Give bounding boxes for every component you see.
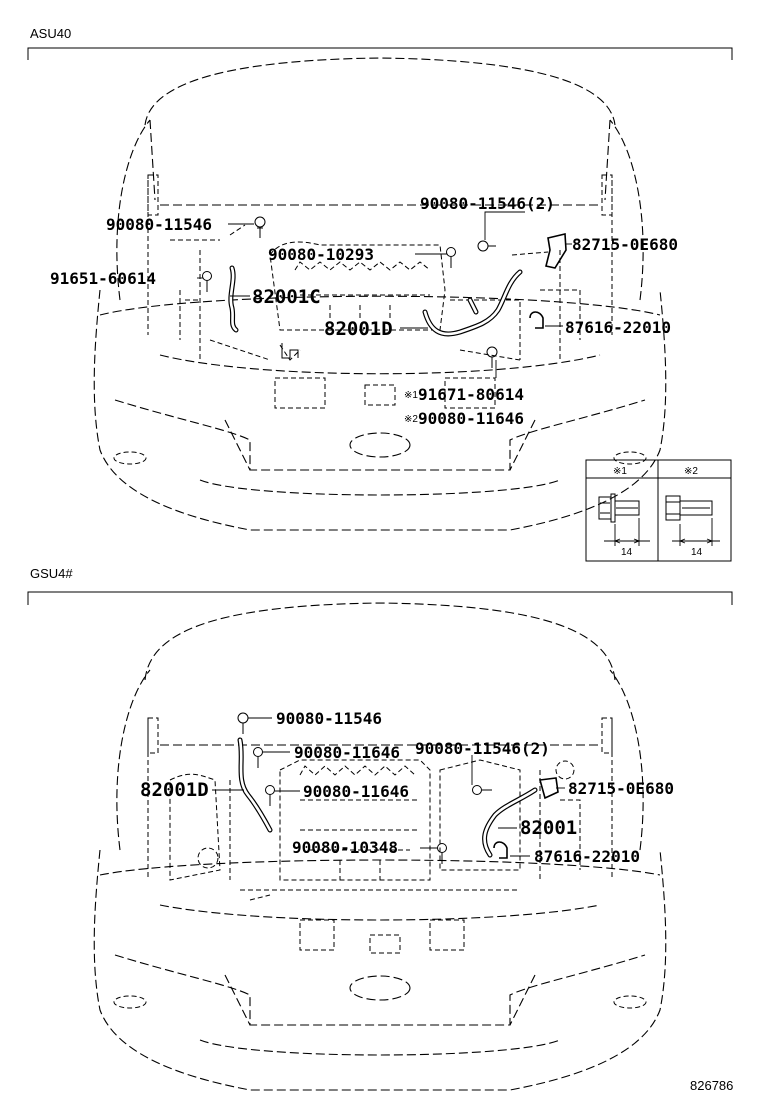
part-label: 87616-22010	[565, 318, 671, 337]
bolt-icon	[253, 747, 263, 768]
bolt-icon	[486, 346, 498, 368]
fog-lamp-right	[613, 451, 647, 465]
fog-lamp-left	[113, 995, 147, 1009]
section-gsu4: GSU4#	[27, 566, 733, 1091]
bolt-icon	[202, 271, 212, 292]
part-label: 82715-0E680	[568, 779, 674, 798]
part-label: 82001D	[140, 779, 209, 801]
part-label: 90080-11546	[276, 709, 382, 728]
front-bumper	[93, 849, 667, 1091]
part-label: 90080-10348	[292, 838, 398, 857]
bracket-82715	[538, 777, 559, 800]
hex-bolt-icon	[665, 495, 713, 521]
part-label: 90080-11646	[294, 743, 400, 762]
section-title-asu40: ASU40	[30, 26, 71, 41]
section-bracket-gsu4	[27, 591, 733, 605]
dimension-label: 14	[691, 547, 703, 558]
wire-82001d	[423, 270, 522, 336]
bolt-icon	[265, 785, 275, 806]
hood-sides	[116, 119, 644, 301]
engine-block	[279, 759, 431, 881]
part-label: 82001D	[324, 318, 393, 340]
part-label: 90080-11546	[106, 215, 212, 234]
part-label: 87616-22010	[534, 847, 640, 866]
hood-outline	[144, 57, 616, 126]
part-label: 90080-11546(2)	[415, 739, 550, 758]
section-asu40: ASU40	[27, 26, 733, 562]
part-label: 90080-10293	[268, 245, 374, 264]
dimension-label: 14	[621, 547, 633, 558]
part-label: 82001C	[252, 286, 321, 308]
bolt-icon	[254, 216, 266, 238]
bolt-icon	[446, 247, 456, 268]
clamp-87616	[493, 841, 508, 859]
marker-label: ※2	[404, 414, 418, 425]
inset-header: ※2	[684, 466, 698, 477]
part-label: 82715-0E680	[572, 235, 678, 254]
bolt-icon	[472, 785, 492, 795]
figure-id: 826786	[690, 1078, 733, 1093]
wire-82001c	[229, 266, 238, 332]
front-bumper	[93, 289, 667, 531]
bracket-82715	[545, 233, 567, 269]
part-label: 91671-80614	[418, 385, 524, 404]
bolt-icon	[237, 712, 249, 734]
hood-outline	[144, 602, 616, 681]
fog-lamp-right	[613, 995, 647, 1009]
part-label: 91651-60614	[50, 269, 156, 288]
part-label: 90080-11546(2)	[420, 194, 555, 213]
part-label: 90080-11646	[303, 782, 409, 801]
part-label: 82001	[520, 817, 577, 839]
bolt-icon	[477, 240, 496, 252]
marker-label: ※1	[404, 390, 418, 401]
emblem	[349, 975, 411, 1001]
wire-82001d	[238, 738, 272, 832]
fog-lamp-left	[113, 451, 147, 465]
clamp-87616	[529, 311, 544, 329]
emblem	[349, 432, 411, 458]
fastener-detail-inset: ※1 ※2 14 14	[585, 459, 732, 562]
inset-header: ※1	[613, 466, 627, 477]
flange-bolt-icon	[598, 493, 640, 523]
part-label: 90080-11646	[418, 409, 524, 428]
wire-82001	[483, 788, 537, 857]
engine-block	[269, 241, 446, 331]
section-title-gsu4: GSU4#	[30, 566, 73, 581]
section-bracket-asu40	[27, 47, 733, 60]
